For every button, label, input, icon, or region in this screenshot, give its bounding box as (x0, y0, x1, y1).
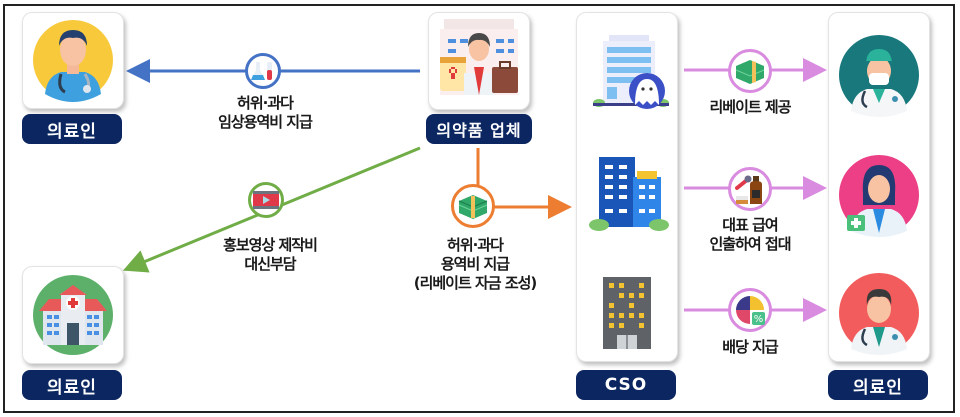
edge-dividend-ring: % (728, 288, 772, 332)
male-doctor-avatar-icon (839, 273, 919, 355)
dark-office-building-icon (603, 277, 651, 349)
pharma-salesman-icon (440, 19, 518, 95)
edge-service-fee-ring (451, 184, 495, 228)
ghost-company-building-icon (593, 35, 669, 109)
mic-and-liquor-icon (735, 175, 762, 204)
edge-entertain-label: 대표 급여 인출하여 접대 (709, 216, 791, 253)
cso-badge: CSO (576, 370, 676, 400)
edge-clinical-ring (245, 53, 281, 89)
hospital-card (22, 266, 124, 364)
doctor-avatar-icon (33, 20, 113, 102)
doctor-top-badge: 의료인 (22, 114, 122, 144)
pie-chart-percent-icon: % (736, 296, 765, 325)
svg-text:%: % (754, 314, 764, 325)
hospital-icon (33, 275, 113, 355)
female-doctor-avatar-icon (839, 155, 919, 237)
hospital-badge: 의료인 (22, 370, 122, 400)
edge-service-fee-label: 허위·과다 용역비 지급 (리베이트 자금 조성) (413, 236, 538, 292)
money-stack-icon (458, 195, 488, 219)
pharma-card (428, 12, 530, 110)
video-play-icon (253, 191, 279, 209)
office-building-icon (589, 157, 669, 231)
edge-rebate-label: 리베이트 제공 (709, 98, 791, 116)
surgeon-avatar-icon (839, 35, 919, 117)
doctors-right-badge: 의료인 (828, 370, 928, 400)
cso-card (576, 12, 678, 362)
doctor-top-card (22, 12, 124, 109)
doctors-right-card (828, 12, 930, 362)
edge-dividend-label: 배당 지급 (722, 338, 778, 356)
pharma-badge: 의약품 업체 (426, 114, 532, 144)
edge-rebate-ring (728, 49, 772, 93)
edge-clinical-label: 허위·과다 임상용역비 지급 (218, 94, 313, 131)
edge-video-ring (248, 182, 284, 218)
test-tube-icon (251, 62, 272, 80)
money-stack-icon (735, 60, 765, 84)
edge-entertain-ring (728, 167, 772, 211)
edge-video-label: 홍보영상 제작비 대신부담 (223, 236, 318, 273)
